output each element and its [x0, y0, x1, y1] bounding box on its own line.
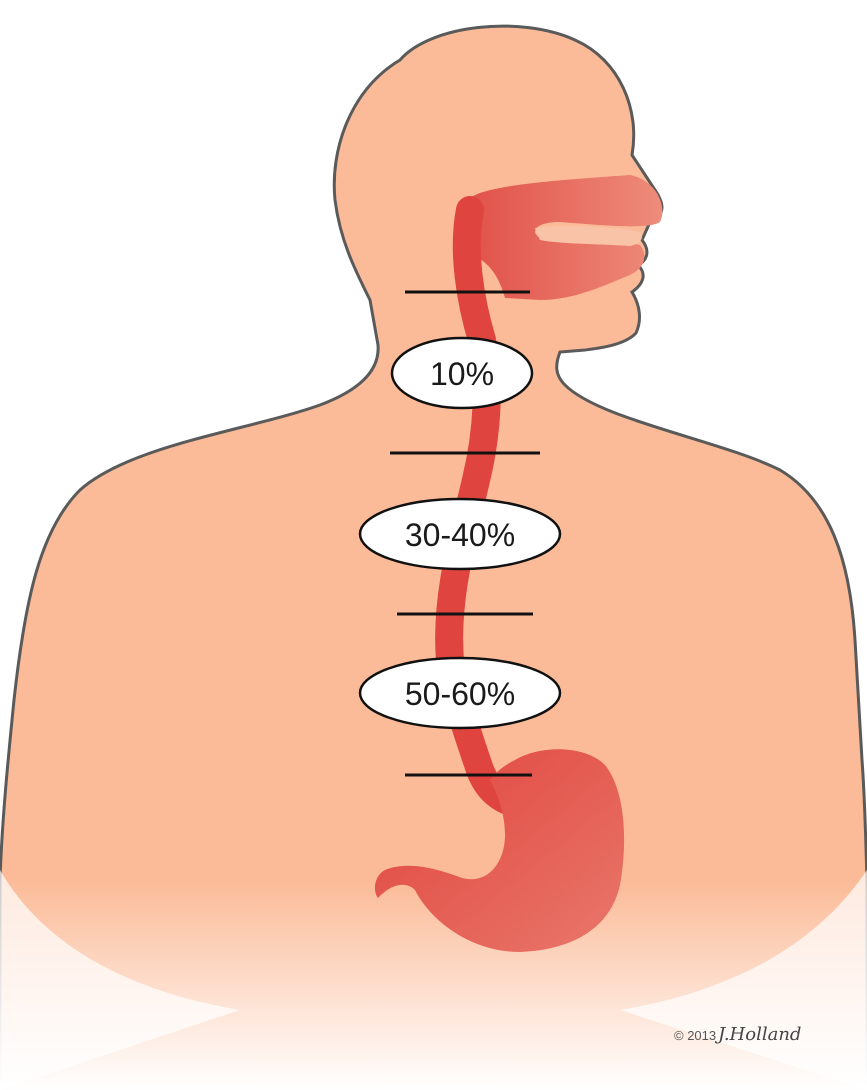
- region-percentage-upper: 10%: [430, 356, 494, 392]
- author-signature: J.Holland: [714, 1024, 801, 1045]
- region-label-upper: 10%: [392, 338, 532, 408]
- copyright-credit: © 2013 J.Holland: [674, 1024, 801, 1045]
- region-percentage-lower: 50-60%: [405, 676, 515, 712]
- region-label-lower: 50-60%: [360, 658, 560, 728]
- region-label-middle: 30-40%: [360, 499, 560, 569]
- region-percentage-middle: 30-40%: [405, 517, 515, 553]
- copyright-year: © 2013: [674, 1028, 716, 1043]
